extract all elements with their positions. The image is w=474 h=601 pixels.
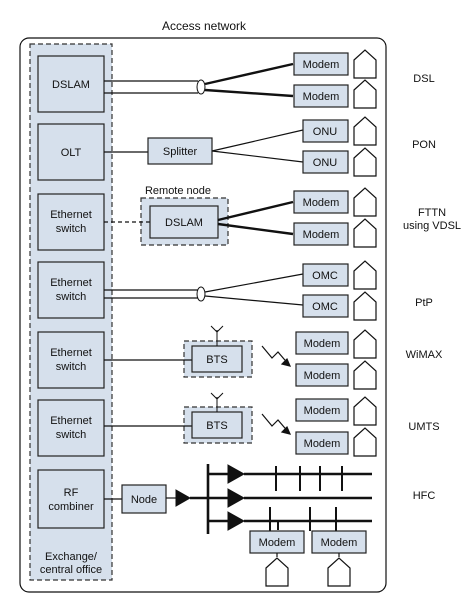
bts-wimax-box: BTS	[191, 345, 243, 373]
dsl-modem-2: Modem	[293, 84, 349, 108]
office-box-label: Ethernet	[50, 347, 92, 359]
antenna-icon	[210, 325, 224, 346]
ptp-connections	[104, 273, 304, 306]
tech-label-hfc: HFC	[413, 490, 436, 502]
tech-label-pon: PON	[412, 139, 436, 151]
office-box-label: switch	[56, 429, 87, 441]
splitter-label: Splitter	[163, 146, 198, 158]
tech-label-wimax: WiMAX	[406, 349, 443, 361]
office-box-label: combiner	[48, 501, 94, 513]
node-label: Node	[131, 494, 157, 506]
office-box-label: switch	[56, 361, 87, 373]
splitter-box: Splitter	[147, 137, 213, 165]
endpoint-label: ONU	[313, 157, 338, 169]
remote-dslam-box: DSLAM	[149, 205, 219, 239]
office-box-label: Ethernet	[50, 277, 92, 289]
exchange-label-line2: central office	[40, 564, 102, 576]
endpoint-label: Modem	[304, 338, 341, 350]
antenna-icon	[210, 392, 224, 412]
office-box-ethernet-switch-1: Ethernet switch	[37, 193, 105, 251]
office-box-label: switch	[56, 291, 87, 303]
ptp-omc-1: OMC	[302, 263, 349, 287]
fttn-modem-1: Modem	[293, 190, 349, 214]
office-box-label: OLT	[61, 147, 82, 159]
endpoint-label: Modem	[304, 405, 341, 417]
wireless-link-icon	[261, 345, 292, 367]
office-box-label: switch	[56, 223, 87, 235]
endpoint-label: Modem	[321, 537, 358, 549]
diagram-title: Access network	[162, 19, 247, 33]
ptp-omc-2: OMC	[302, 294, 349, 318]
office-box-rf-combiner: RF combiner	[37, 469, 105, 529]
wimax-modem-2: Modem	[295, 363, 349, 387]
endpoint-label: Modem	[303, 197, 340, 209]
bts-label: BTS	[206, 420, 227, 432]
dsl-modem-1: Modem	[293, 52, 349, 76]
office-box-label: Ethernet	[50, 415, 92, 427]
office-box-dslam: DSLAM	[37, 55, 105, 113]
endpoint-label: ONU	[313, 126, 338, 138]
office-box-olt: OLT	[37, 123, 105, 181]
tech-label-ptp: PtP	[415, 297, 433, 309]
endpoint-label: OMC	[312, 301, 338, 313]
wimax-modem-1: Modem	[295, 331, 349, 355]
remote-node-label: Remote node	[145, 185, 211, 197]
tech-label-dsl: DSL	[413, 73, 434, 85]
office-box-label: DSLAM	[52, 79, 90, 91]
office-box-ethernet-switch-4: Ethernet switch	[37, 399, 105, 457]
pon-connections	[211, 129, 304, 163]
office-box-ethernet-switch-2: Ethernet switch	[37, 261, 105, 319]
office-box-ethernet-switch-3: Ethernet switch	[37, 331, 105, 389]
endpoint-label: Modem	[259, 537, 296, 549]
hfc-network	[166, 464, 372, 534]
dsl-connections	[104, 62, 294, 98]
hfc-modem-1: Modem	[249, 530, 305, 554]
endpoint-label: Modem	[303, 59, 340, 71]
endpoint-label: Modem	[303, 91, 340, 103]
node-box: Node	[121, 484, 167, 514]
pon-onu-2: ONU	[302, 150, 349, 174]
bts-label: BTS	[206, 354, 227, 366]
umts-modem-2: Modem	[295, 431, 349, 455]
endpoint-label: Modem	[304, 370, 341, 382]
wireless-link-icon	[261, 413, 292, 435]
endpoint-label: Modem	[303, 229, 340, 241]
fttn-connections	[217, 200, 294, 236]
tech-label-fttn-line2: using VDSL	[403, 220, 461, 232]
endpoint-label: Modem	[304, 438, 341, 450]
fttn-modem-2: Modem	[293, 222, 349, 246]
bts-umts-box: BTS	[191, 411, 243, 439]
hfc-modem-2: Modem	[311, 530, 367, 554]
remote-dslam-label: DSLAM	[165, 217, 203, 229]
umts-modem-1: Modem	[295, 398, 349, 422]
tech-label-fttn-line1: FTTN	[418, 207, 446, 219]
tech-label-umts: UMTS	[408, 421, 439, 433]
office-box-label: RF	[64, 487, 79, 499]
endpoint-label: OMC	[312, 270, 338, 282]
exchange-label-line1: Exchange/	[45, 551, 98, 563]
office-box-label: Ethernet	[50, 209, 92, 221]
pon-onu-1: ONU	[302, 119, 349, 143]
